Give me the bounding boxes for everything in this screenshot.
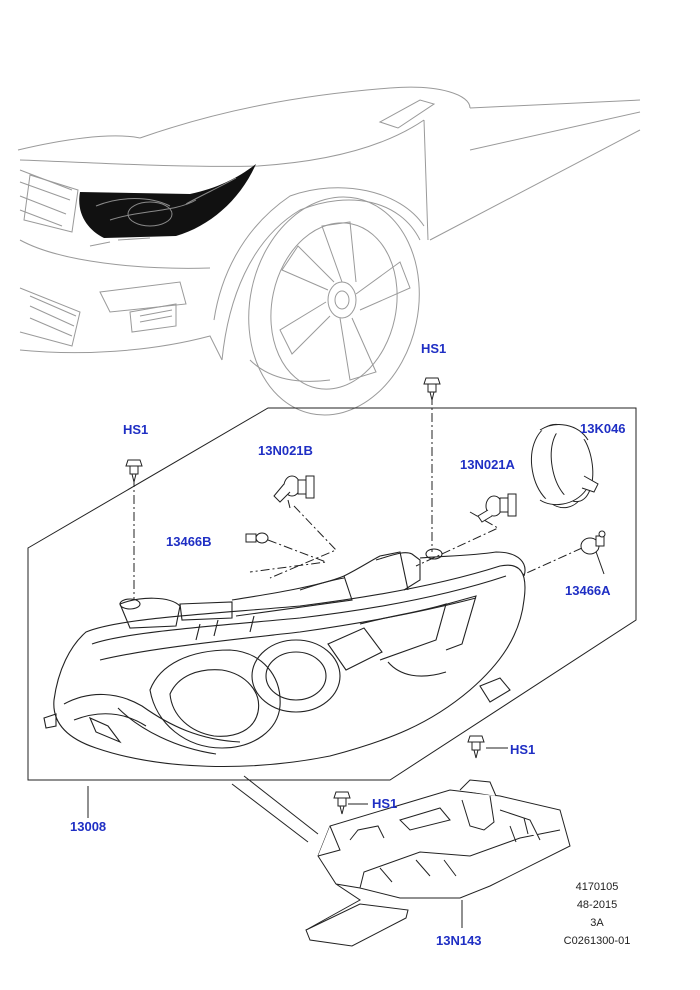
bulb-13n021a-drawing	[477, 493, 517, 523]
screw-hs1-bottom	[333, 791, 351, 815]
screw-hs1-right	[467, 735, 485, 759]
cap-13k046-drawing	[530, 423, 599, 509]
vehicle-outline	[17, 86, 641, 416]
reference-date: 48-2015	[576, 899, 618, 911]
callout-hs1-bottom: HS1	[372, 796, 398, 811]
bulb-13466a-drawing	[580, 530, 606, 555]
screw-hs1-left	[125, 459, 143, 483]
callout-13n021a: 13N021A	[460, 457, 515, 472]
callout-hs1-top: HS1	[421, 341, 447, 356]
callout-13k046: 13K046	[580, 421, 626, 436]
callout-hs1-left: HS1	[123, 422, 149, 437]
reference-number: 4170105	[575, 881, 619, 893]
callout-13466a: 13466A	[565, 583, 611, 598]
callout-13466b: 13466B	[166, 534, 212, 549]
reference-illustration-code: C0261300-01	[563, 935, 631, 947]
callout-13n021b: 13N021B	[258, 443, 313, 458]
callout-13n143: 13N143	[436, 933, 482, 948]
bracket-13n143-drawing	[305, 779, 571, 947]
screw-hs1-top	[423, 377, 441, 401]
headlamp-unit-drawing	[43, 548, 526, 768]
assembly-frame	[27, 407, 637, 781]
bulb-13466b-drawing	[245, 532, 269, 544]
callout-hs1-right: HS1	[510, 742, 536, 757]
vehicle-headlamp-highlight	[79, 164, 257, 238]
bulb-13n021b-drawing	[273, 475, 315, 509]
callout-13008: 13008	[70, 819, 107, 834]
assembly-lines	[133, 396, 583, 600]
reference-revision: 3A	[590, 917, 604, 929]
